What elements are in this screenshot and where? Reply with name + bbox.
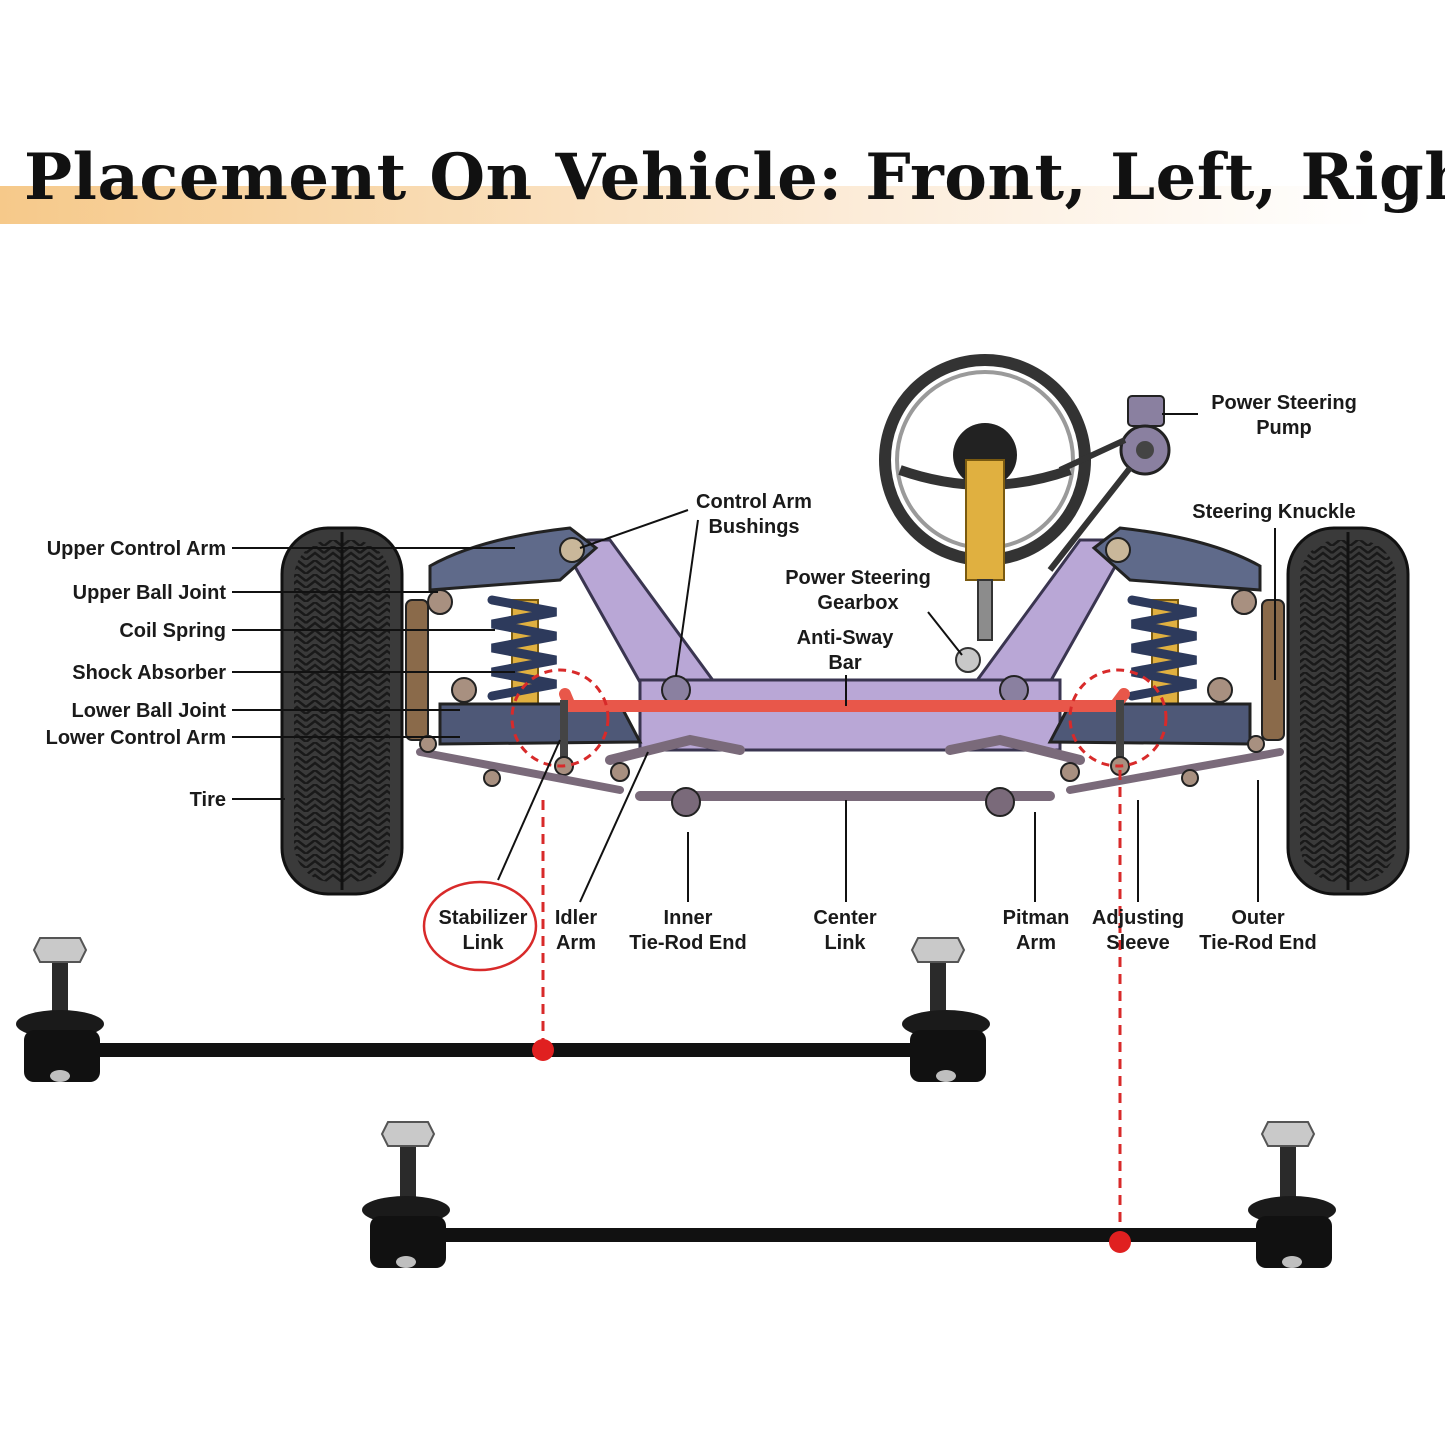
label-idler-arm-2: Arm <box>556 932 596 954</box>
label-upper-ball-joint: Upper Ball Joint <box>73 582 227 604</box>
title-highlight-band <box>0 186 1445 224</box>
label-outer-tie-rod-end-1: Outer <box>1231 907 1285 929</box>
label-center-link-2: Link <box>824 932 866 954</box>
label-control-arm-bushings-2: Bushings <box>708 516 799 538</box>
label-power-steering-gearbox-2: Gearbox <box>817 592 898 614</box>
label-pitman-arm-2: Arm <box>1016 932 1056 954</box>
stabilizer-label-highlight <box>422 880 538 972</box>
label-shock-absorber: Shock Absorber <box>72 662 226 684</box>
label-adjusting-sleeve-1: Adjusting <box>1092 907 1184 929</box>
label-anti-sway-bar-1: Anti-Sway <box>797 627 895 649</box>
label-power-steering-pump-1: Power Steering <box>1211 392 1357 414</box>
steering-knuckle-left <box>405 589 477 741</box>
steering-knuckle-right <box>1207 589 1285 741</box>
label-idler-arm-1: Idler <box>555 907 597 929</box>
label-power-steering-gearbox-1: Power Steering <box>785 567 931 589</box>
label-tire: Tire <box>190 789 226 811</box>
label-outer-tie-rod-end-2: Tie-Rod End <box>1199 932 1316 954</box>
highlight-circle-right <box>1068 668 1168 768</box>
label-steering-knuckle: Steering Knuckle <box>1192 501 1355 523</box>
lower-control-arm-right <box>1047 702 1252 746</box>
label-stabilizer-link-1: Stabilizer <box>439 907 528 929</box>
leader-lines <box>232 413 1276 903</box>
product-marker-1 <box>532 1039 554 1061</box>
coil-spring-right <box>1127 595 1197 711</box>
label-anti-sway-bar-2: Bar <box>828 652 862 674</box>
label-lower-control-arm: Lower Control Arm <box>46 727 226 749</box>
upper-control-arm-right <box>1091 526 1262 592</box>
label-center-link-1: Center <box>813 907 877 929</box>
label-lower-ball-joint: Lower Ball Joint <box>72 700 227 722</box>
label-inner-tie-rod-end-2: Tie-Rod End <box>629 932 746 954</box>
page-title: Placement On Vehicle: Front, Left, Right <box>24 140 1445 215</box>
product-stabilizer-link-2 <box>362 1121 1336 1268</box>
label-control-arm-bushings-1: Control Arm <box>696 491 812 513</box>
label-inner-tie-rod-end-1: Inner <box>664 907 713 929</box>
label-coil-spring: Coil Spring <box>119 620 226 642</box>
power-steering-pump <box>1047 395 1171 572</box>
label-adjusting-sleeve-2: Sleeve <box>1106 932 1169 954</box>
tire-right <box>1286 526 1410 896</box>
upper-control-arm-left <box>428 526 599 592</box>
product-marker-2 <box>1109 1231 1131 1253</box>
product-stabilizer-link-1 <box>16 937 990 1082</box>
steering-linkage <box>416 734 1284 817</box>
label-power-steering-pump-2: Pump <box>1256 417 1312 439</box>
coil-spring-left <box>487 595 557 711</box>
highlight-circle-left <box>510 668 610 768</box>
label-upper-control-arm: Upper Control Arm <box>47 538 226 560</box>
label-pitman-arm-1: Pitman <box>1003 907 1070 929</box>
frame <box>557 538 1133 752</box>
label-stabilizer-link-2: Link <box>462 932 504 954</box>
